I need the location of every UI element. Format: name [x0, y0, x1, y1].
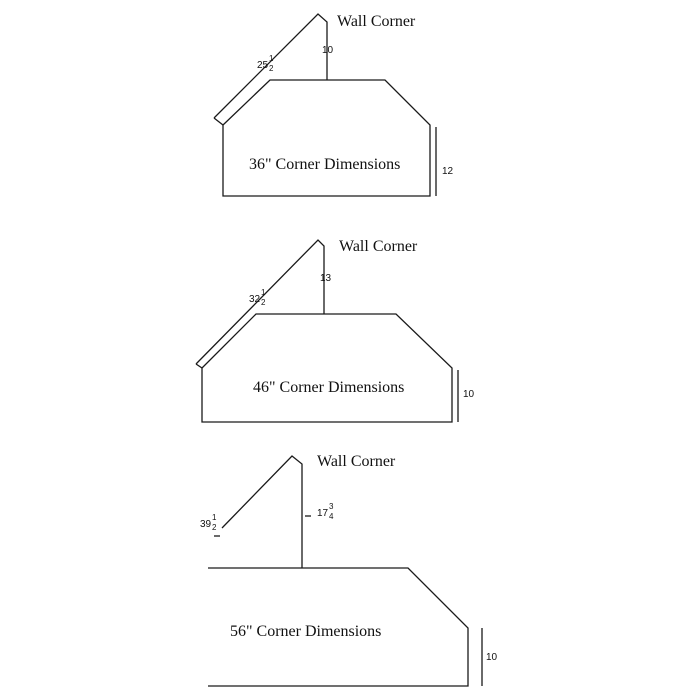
angled-dimension-denominator: 2: [261, 298, 266, 307]
angled-dimension-numerator: 1: [269, 54, 274, 63]
diagram-56-inch: Wall Corner 56" Corner Dimensions 39 1 2…: [200, 453, 498, 687]
angled-dimension-whole: 39: [200, 519, 212, 530]
wall-corner-outline: [221, 455, 303, 568]
height-dimension: 13: [320, 273, 332, 284]
side-dimension: 12: [442, 166, 454, 177]
height-dimension-numerator: 3: [329, 502, 334, 511]
side-dimension: 10: [463, 389, 475, 400]
angled-dimension-denominator: 2: [212, 523, 217, 532]
corner-dimensions-title: 46" Corner Dimensions: [253, 379, 404, 396]
angled-dimension-numerator: 1: [261, 288, 266, 297]
countertop-outline: [222, 79, 431, 197]
angled-dimension-numerator: 1: [212, 513, 217, 522]
height-dimension: 10: [322, 45, 334, 56]
diagram-36-inch: Wall Corner 36" Corner Dimensions 25 1 2…: [213, 13, 454, 197]
side-dimension: 10: [486, 652, 498, 663]
wall-corner-label: Wall Corner: [339, 238, 418, 255]
countertop-outline: [208, 567, 469, 687]
height-dimension-whole: 17: [317, 508, 329, 519]
wall-corner-label: Wall Corner: [317, 453, 396, 470]
diagram-46-inch: Wall Corner 46" Corner Dimensions 32 1 2…: [195, 238, 475, 423]
angled-dimension-denominator: 2: [269, 64, 274, 73]
height-dimension-denominator: 4: [329, 512, 334, 521]
angled-dimension-whole: 25: [257, 60, 269, 71]
angled-edge-dimension-line: [195, 363, 203, 369]
wall-corner-outline: [195, 239, 325, 365]
angled-dimension-whole: 32: [249, 294, 261, 305]
wall-corner-outline: [213, 13, 328, 119]
countertop-outline: [201, 313, 453, 423]
wall-corner-label: Wall Corner: [337, 13, 416, 30]
corner-dimensions-title: 36" Corner Dimensions: [249, 156, 400, 173]
angled-edge-dimension-line: [213, 117, 224, 126]
corner-dimensions-title: 56" Corner Dimensions: [230, 623, 381, 640]
